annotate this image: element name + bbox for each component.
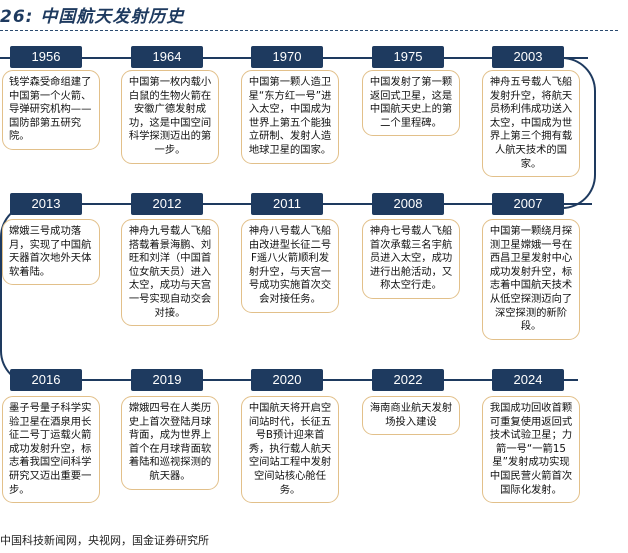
event-card-1956: 钱学森受命组建了中国第一个火箭、导弹研究机构——国防部第五研究院。 xyxy=(2,70,100,150)
event-card-2013: 嫦娥三号成功落月，实现了中国航天器首次地外天体软着陆。 xyxy=(2,219,100,286)
year-badge-2012: 2012 xyxy=(131,193,203,215)
event-card-2008: 神舟七号载人飞船首次承载三名宇航员进入太空，成功进行出舱活动，又称太空行走。 xyxy=(362,219,460,299)
event-card-2012: 神舟九号载人飞船搭载着景海鹏、刘旺和刘洋（中国首位女航天员）进入太空，成功与天宫… xyxy=(121,219,219,327)
event-card-2003: 神舟五号载人飞船发射升空，将航天员杨利伟成功送入太空，中国成为世界上第三个拥有载… xyxy=(482,70,580,178)
year-badge-2020: 2020 xyxy=(251,369,323,391)
year-badge-2013: 2013 xyxy=(10,193,82,215)
year-badge-2019: 2019 xyxy=(131,369,203,391)
year-badge-2022: 2022 xyxy=(372,369,444,391)
year-badge-2016: 2016 xyxy=(10,369,82,391)
year-badge-1970: 1970 xyxy=(251,46,323,68)
event-card-2007: 中国第一颗绕月探测卫星嫦娥一号在西昌卫星发射中心成功发射升空，标志着中国航天技术… xyxy=(482,219,580,340)
source-note: 中国科技新闻网，央视网，国金证券研究所 xyxy=(0,534,209,547)
year-badge-1975: 1975 xyxy=(372,46,444,68)
event-card-1975: 中国发射了第一颗返回式卫星，这是中国航天史上的第二个里程碑。 xyxy=(362,70,460,137)
event-card-2019: 嫦娥四号在人类历史上首次登陆月球背面，成为世界上首个在月球背面软着陆和巡视探测的… xyxy=(121,396,219,490)
event-card-2016: 墨子号量子科学实验卫星在酒泉用长征二号丁运载火箭成功发射升空，标志着我国空间科学… xyxy=(2,396,100,504)
event-card-2011: 神舟八号载人飞船由改进型长征二号F遥八火箭顺利发射升空，与天宫一号成功实施首次交… xyxy=(241,219,339,313)
event-card-1970: 中国第一颗人造卫星“东方红一号”进入太空，中国成为世界上第五个能独立研制、发射人… xyxy=(241,70,339,164)
year-badge-1956: 1956 xyxy=(10,46,82,68)
year-badge-2024: 2024 xyxy=(492,369,564,391)
event-card-2020: 中国航天将开启空间站时代，长征五号B预计迎来首秀，执行载人航天空间站工程中发射空… xyxy=(241,396,339,504)
event-card-2024: 我国成功回收首颗可重复使用返回式技术试验卫星；力箭一号“一箭15星”发射成功实现… xyxy=(482,396,580,504)
event-card-2022: 海南商业航天发射场投入建设 xyxy=(362,396,460,436)
year-badge-2008: 2008 xyxy=(372,193,444,215)
year-badge-2003: 2003 xyxy=(492,46,564,68)
page-title: 26: 中国航天发射历史 xyxy=(0,7,185,27)
year-badge-2007: 2007 xyxy=(492,193,564,215)
year-badge-1964: 1964 xyxy=(131,46,203,68)
year-badge-2011: 2011 xyxy=(251,193,323,215)
title-divider xyxy=(0,30,618,31)
event-card-1964: 中国第一枚内载小白鼠的生物火箭在安徽广德发射成功，这是中国空间科学探测迈出的第一… xyxy=(121,70,219,164)
